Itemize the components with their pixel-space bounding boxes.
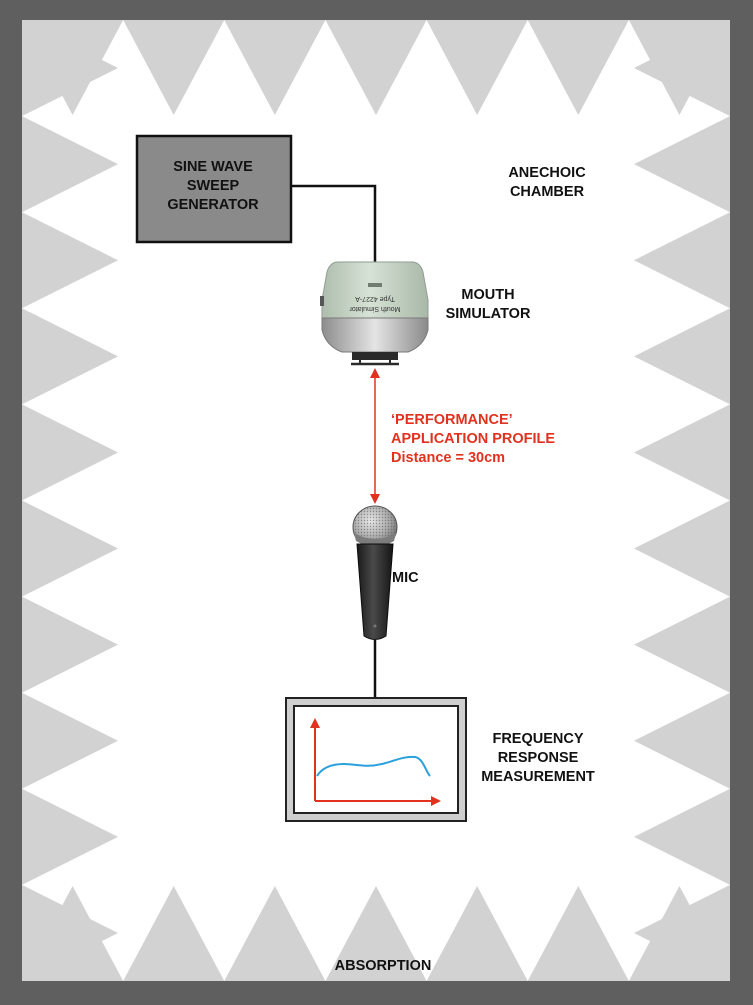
wedge-right bbox=[634, 116, 730, 213]
graph-x-axis-arrowhead bbox=[431, 796, 441, 806]
simulator-device-text-line1: Mouth Simulator bbox=[349, 305, 401, 312]
wedge-left bbox=[22, 788, 118, 885]
wedge-bottom bbox=[426, 886, 528, 981]
wedge-right bbox=[634, 212, 730, 309]
wedge-left bbox=[22, 20, 118, 117]
absorption-label: ABSORPTION bbox=[335, 958, 432, 974]
graph-y-axis-arrowhead bbox=[310, 718, 320, 728]
mic-switch-dot bbox=[373, 624, 377, 628]
sine-wave-generator: SINE WAVE SWEEP GENERATOR bbox=[135, 134, 293, 244]
simulator-logo-mark bbox=[368, 283, 382, 287]
monitor-screen bbox=[293, 705, 459, 814]
wedge-right bbox=[634, 500, 730, 597]
wedge-right bbox=[634, 20, 730, 117]
distance-arrow bbox=[370, 368, 380, 504]
wedge-right bbox=[634, 404, 730, 501]
wedge-bottom bbox=[527, 886, 629, 981]
mic-grille-ring bbox=[354, 533, 396, 547]
chamber-label-line1: ANECHOIC bbox=[508, 165, 586, 181]
wedge-left bbox=[22, 116, 118, 213]
freq-label-line3: MEASUREMENT bbox=[481, 769, 595, 785]
simulator-metal-base bbox=[321, 317, 429, 353]
profile-label-line3: Distance = 30cm bbox=[391, 450, 505, 466]
wedge-right bbox=[634, 788, 730, 885]
wedge-left bbox=[22, 500, 118, 597]
frequency-response-curve bbox=[316, 755, 431, 777]
simulator-mouth-opening bbox=[352, 352, 398, 360]
generator-box bbox=[135, 134, 293, 244]
wedge-bottom bbox=[325, 886, 427, 981]
wedge-top bbox=[123, 20, 225, 115]
chamber-label-line2: CHAMBER bbox=[510, 184, 585, 200]
freq-label-line2: RESPONSE bbox=[498, 750, 579, 766]
cable-generator-to-simulator bbox=[292, 184, 377, 262]
frequency-response-monitor bbox=[285, 697, 467, 822]
wedge-left bbox=[22, 884, 118, 981]
wedge-left bbox=[22, 596, 118, 693]
generator-label-line2: SWEEP bbox=[187, 178, 240, 194]
wedge-bottom bbox=[224, 886, 326, 981]
wedge-top bbox=[426, 20, 528, 115]
profile-label-line2: APPLICATION PROFILE bbox=[391, 431, 555, 447]
mouth-label-line1: MOUTH bbox=[461, 287, 514, 303]
generator-label-line3: GENERATOR bbox=[167, 197, 259, 213]
mouth-simulator: Mouth Simulator Type 4227-A bbox=[320, 261, 429, 366]
microphone bbox=[352, 505, 398, 640]
mouth-label-line2: SIMULATOR bbox=[446, 306, 531, 322]
wedge-right bbox=[634, 884, 730, 981]
wedge-top bbox=[527, 20, 629, 115]
absorption-wedges bbox=[22, 20, 730, 981]
wedge-top bbox=[224, 20, 326, 115]
wedge-right bbox=[634, 596, 730, 693]
freq-label-line1: FREQUENCY bbox=[492, 731, 583, 747]
generator-label-line1: SINE WAVE bbox=[173, 159, 253, 175]
distance-arrow-head-top bbox=[370, 368, 380, 378]
simulator-device-text-line2: Type 4227-A bbox=[355, 295, 395, 302]
wedge-left bbox=[22, 308, 118, 405]
distance-arrow-head-bottom bbox=[370, 494, 380, 504]
wedge-bottom bbox=[123, 886, 225, 981]
mic-handle bbox=[356, 543, 394, 640]
profile-label-line1: ‘PERFORMANCE’ bbox=[391, 412, 513, 428]
wedge-top bbox=[325, 20, 427, 115]
wedge-left bbox=[22, 692, 118, 789]
wedge-left bbox=[22, 212, 118, 309]
wedge-right bbox=[634, 692, 730, 789]
wedge-left bbox=[22, 404, 118, 501]
simulator-side-knob bbox=[320, 296, 324, 306]
mic-label: MIC bbox=[392, 570, 419, 586]
wedge-right bbox=[634, 308, 730, 405]
